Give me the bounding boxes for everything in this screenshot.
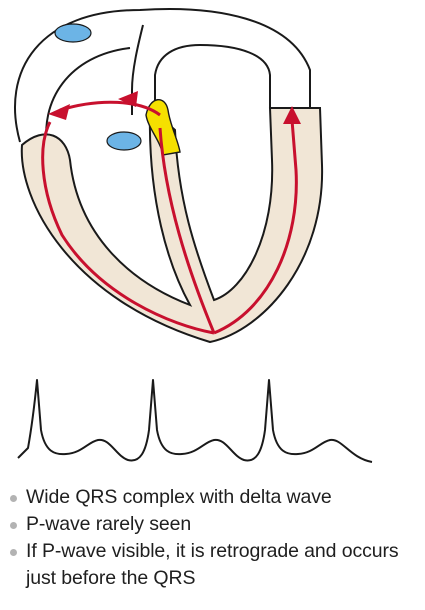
bullet-dot (10, 522, 17, 529)
conduction-left-descending (41, 121, 215, 335)
sa-node (54, 23, 92, 43)
ventricle-band (20, 107, 324, 344)
atrial-outline (14, 8, 311, 143)
finding-text: P-wave rarely seen (26, 513, 192, 535)
finding-item: Wide QRS complex with delta wave (6, 484, 422, 511)
arrowhead-atrial-mid (118, 91, 138, 107)
arrowhead-right-ventricle (283, 106, 301, 124)
conduction-septal (158, 127, 216, 334)
heart-conduction-diagram (14, 8, 373, 463)
conduction-atrial-retrograde (59, 100, 161, 117)
finding-text: Wide QRS complex with delta wave (26, 486, 332, 508)
atrial-septum (131, 24, 144, 115)
bullet-dot (10, 549, 17, 556)
arrowhead-atrial-left (48, 104, 70, 120)
conduction-right-ascending (213, 119, 298, 335)
bullet-dot (10, 495, 17, 502)
findings-list: Wide QRS complex with delta wave P-wave … (6, 484, 422, 592)
finding-item: If P-wave visible, it is retrograde and … (6, 538, 422, 592)
av-region-node (106, 131, 142, 151)
finding-item: P-wave rarely seen (6, 511, 422, 538)
ecg-trace (17, 379, 373, 463)
av-node (145, 99, 181, 156)
finding-text: If P-wave visible, it is retrograde and … (26, 540, 399, 589)
